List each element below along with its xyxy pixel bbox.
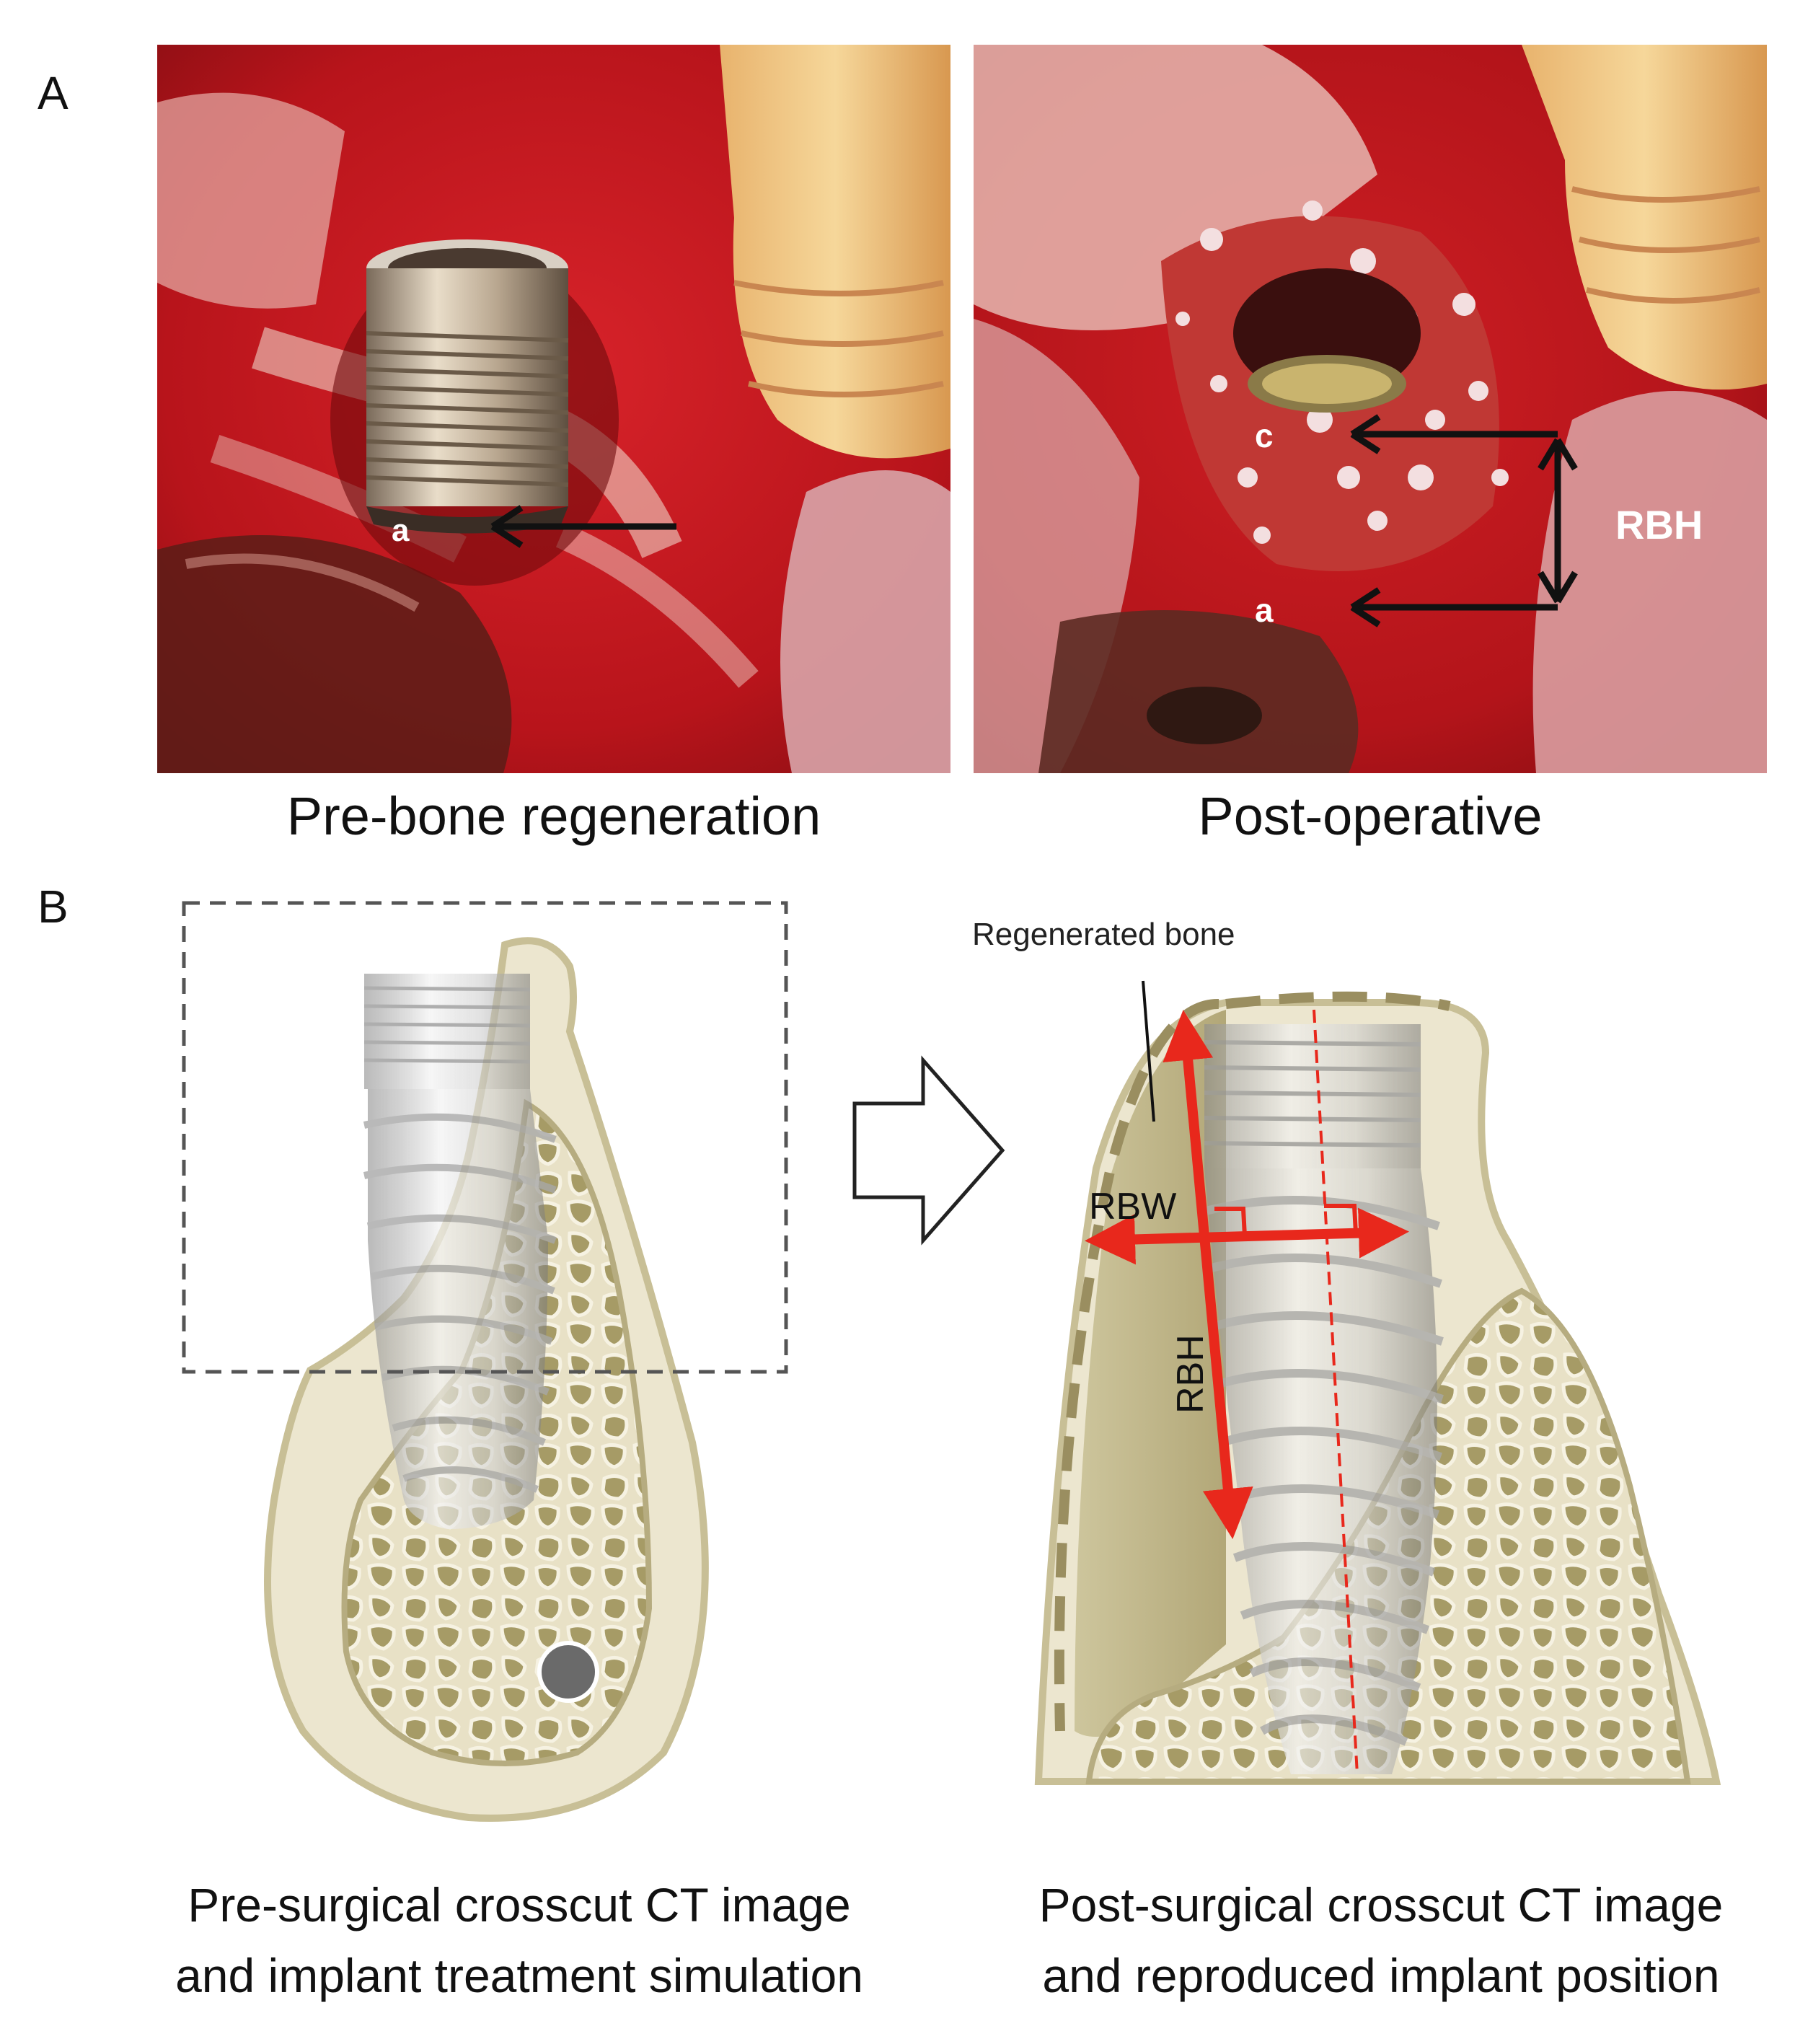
ct-diagram: Regenerated bone RBW RBH <box>182 901 1721 1822</box>
post-label-c: c <box>1255 417 1274 454</box>
caption-post-surgical-line1: Post-surgical crosscut CT image <box>1038 1878 1724 1931</box>
panel-a-letter: A <box>38 67 69 119</box>
caption-post-operative: Post-operative <box>1198 786 1543 846</box>
transition-arrow-icon <box>852 1055 1005 1246</box>
caption-post-surgical-line2: and reproduced implant position <box>1042 1949 1720 2002</box>
rbw-label: RBW <box>1089 1186 1176 1228</box>
caption-pre-surgical: Pre-surgical crosscut CT image and impla… <box>72 1869 966 2011</box>
rbh-label: RBH <box>1170 1334 1212 1414</box>
post-label-a: a <box>1255 591 1274 629</box>
caption-pre-bone-regeneration: Pre-bone regeneration <box>286 786 821 846</box>
post-operative-photo-illustration: c a RBH <box>974 45 1767 773</box>
regenerated-bone-label: Regenerated bone <box>972 917 1235 952</box>
caption-post-surgical: Post-surgical crosscut CT image and repr… <box>966 1869 1796 2011</box>
pre-label-a: a <box>392 513 410 548</box>
post-operative-photo: c a RBH <box>974 45 1767 773</box>
post-label-rbh: RBH <box>1615 502 1703 547</box>
pre-bone-regeneration-photo: a <box>157 45 950 773</box>
pre-bone-photo-illustration: a <box>157 45 950 773</box>
post-surgical-ct-section: Regenerated bone RBW RBH <box>972 917 1721 1785</box>
panel-b-letter: B <box>38 881 69 933</box>
caption-pre-surgical-line1: Pre-surgical crosscut CT image <box>188 1878 851 1931</box>
pre-surgical-ct-section <box>182 901 788 1822</box>
caption-pre-surgical-line2: and implant treatment simulation <box>175 1949 863 2002</box>
